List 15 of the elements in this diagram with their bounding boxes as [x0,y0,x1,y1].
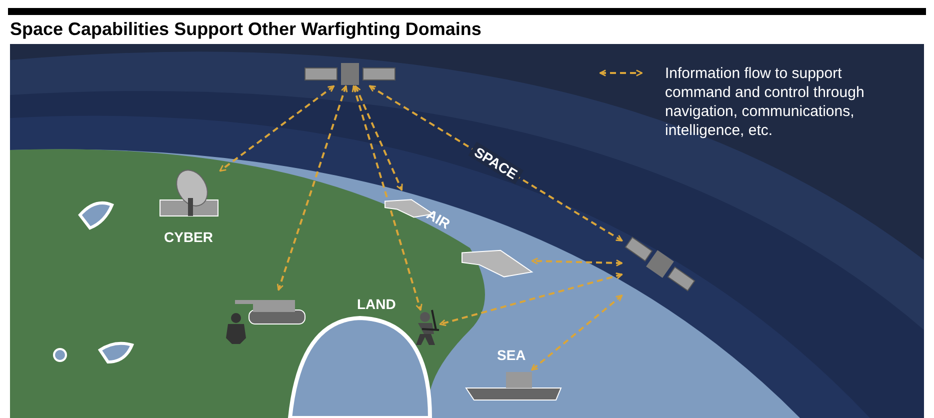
arrow [531,258,623,266]
arrow [531,294,623,371]
warship-icon [466,370,561,400]
domain-label: LAND [357,296,396,312]
arrow [276,85,348,291]
domain-label: AIR [424,206,453,232]
arrow [354,85,403,191]
arrow [219,85,335,172]
domain-label: SEA [497,347,526,363]
domain-label: CYBER [164,229,214,245]
legend-text: Information flow to support command and control through navigation, communications, intelligence, etc. [665,64,866,140]
arrow [352,85,422,311]
satellite-icon [305,62,395,86]
title: Space Capabilities Support Other Warfighting Domains [10,19,482,40]
arrow [439,272,623,326]
